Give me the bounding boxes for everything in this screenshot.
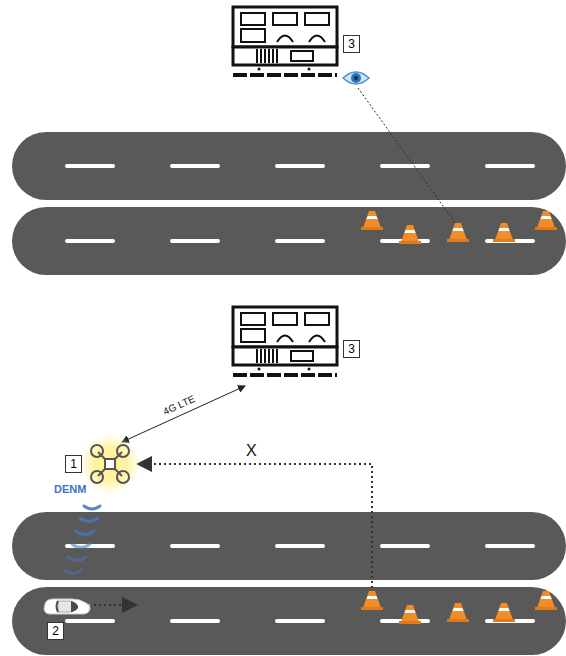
- signal-label: X: [246, 442, 257, 460]
- callout-number: 1: [65, 455, 82, 473]
- link-arrow: [122, 386, 245, 442]
- server-icon: [229, 305, 341, 383]
- callout-number: 2: [47, 622, 64, 640]
- message-label: DENM: [54, 483, 86, 495]
- callout-number: 3: [343, 35, 360, 53]
- server-icon-box: 3: [229, 5, 341, 83]
- car-icon: [42, 596, 92, 618]
- callout-number: 3: [343, 340, 360, 358]
- server-icon: [229, 5, 341, 83]
- drone-icon: [86, 440, 134, 488]
- car-node: 2: [42, 596, 92, 618]
- link-label: 4G LTE: [160, 392, 199, 418]
- drone-node: 1: [86, 440, 134, 488]
- server-icon-box: 3: [229, 305, 341, 383]
